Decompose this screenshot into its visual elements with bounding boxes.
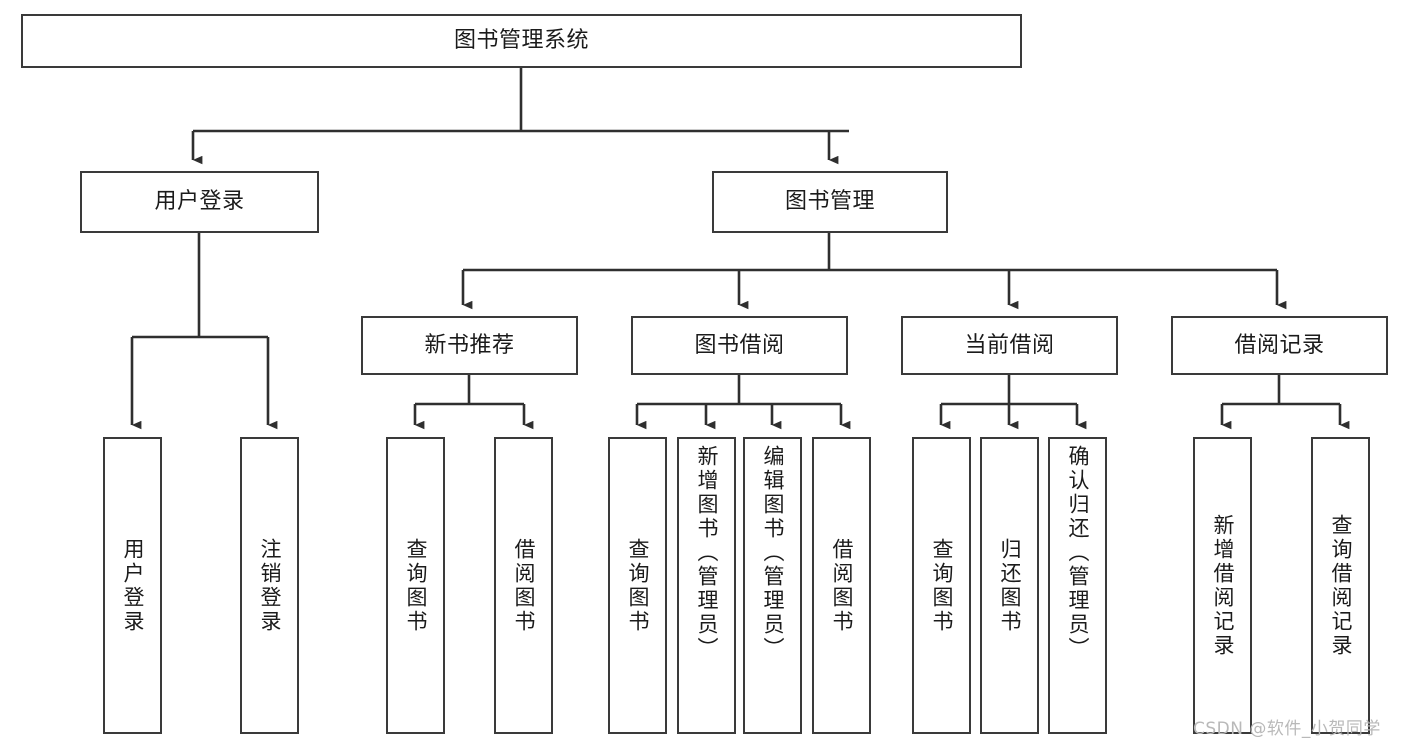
leaf-query-book-borrow[interactable]: 查询图书	[608, 437, 667, 734]
node-current-borrow[interactable]: 当前借阅	[901, 316, 1118, 375]
watermark-text: CSDN @软件_小贺同学	[1193, 719, 1381, 739]
node-user-login[interactable]: 用户登录	[80, 171, 319, 233]
leaf-logout-login[interactable]: 注销登录	[240, 437, 299, 734]
leaf-query-book-recommend[interactable]: 查询图书	[386, 437, 445, 734]
node-label: 新书推荐	[424, 332, 515, 358]
node-book-management[interactable]: 图书管理	[712, 171, 948, 233]
node-label: 用户登录	[121, 537, 145, 634]
node-label: 借阅图书	[830, 537, 854, 634]
node-label: 新增借阅记录	[1211, 513, 1235, 658]
node-label: 借阅记录	[1234, 332, 1325, 358]
node-label: 查询图书	[626, 537, 650, 634]
node-label: 查询图书	[930, 537, 954, 634]
node-label: 注销登录	[258, 537, 282, 634]
leaf-return-book[interactable]: 归还图书	[980, 437, 1039, 734]
node-label: 图书借阅	[694, 332, 785, 358]
leaf-query-borrow-record[interactable]: 查询借阅记录	[1311, 437, 1370, 734]
node-label: 当前借阅	[964, 332, 1055, 358]
leaf-edit-book-admin[interactable]: 编辑图书（管理员）	[743, 437, 802, 734]
node-label: 借阅图书	[512, 537, 536, 634]
leaf-query-book-current[interactable]: 查询图书	[912, 437, 971, 734]
leaf-add-borrow-record[interactable]: 新增借阅记录	[1193, 437, 1252, 734]
leaf-borrow-book[interactable]: 借阅图书	[812, 437, 871, 734]
node-label: 新增图书（管理员）	[695, 445, 719, 661]
leaf-confirm-return-admin[interactable]: 确认归还（管理员）	[1048, 437, 1107, 734]
leaf-borrow-book-recommend[interactable]: 借阅图书	[494, 437, 553, 734]
leaf-user-login[interactable]: 用户登录	[103, 437, 162, 734]
node-label: 用户登录	[154, 189, 245, 215]
node-label: 归还图书	[998, 537, 1022, 634]
node-label: 确认归还（管理员）	[1066, 445, 1090, 661]
node-label: 查询借阅记录	[1329, 513, 1353, 658]
node-label: 编辑图书（管理员）	[761, 445, 785, 661]
node-new-book-recommend[interactable]: 新书推荐	[361, 316, 578, 375]
node-book-management-system[interactable]: 图书管理系统	[21, 14, 1022, 68]
node-book-borrow[interactable]: 图书借阅	[631, 316, 848, 375]
node-label: 查询图书	[404, 537, 428, 634]
leaf-add-book-admin[interactable]: 新增图书（管理员）	[677, 437, 736, 734]
node-label: 图书管理系统	[453, 28, 589, 54]
node-label: 图书管理	[784, 189, 875, 215]
node-borrow-record[interactable]: 借阅记录	[1171, 316, 1388, 375]
